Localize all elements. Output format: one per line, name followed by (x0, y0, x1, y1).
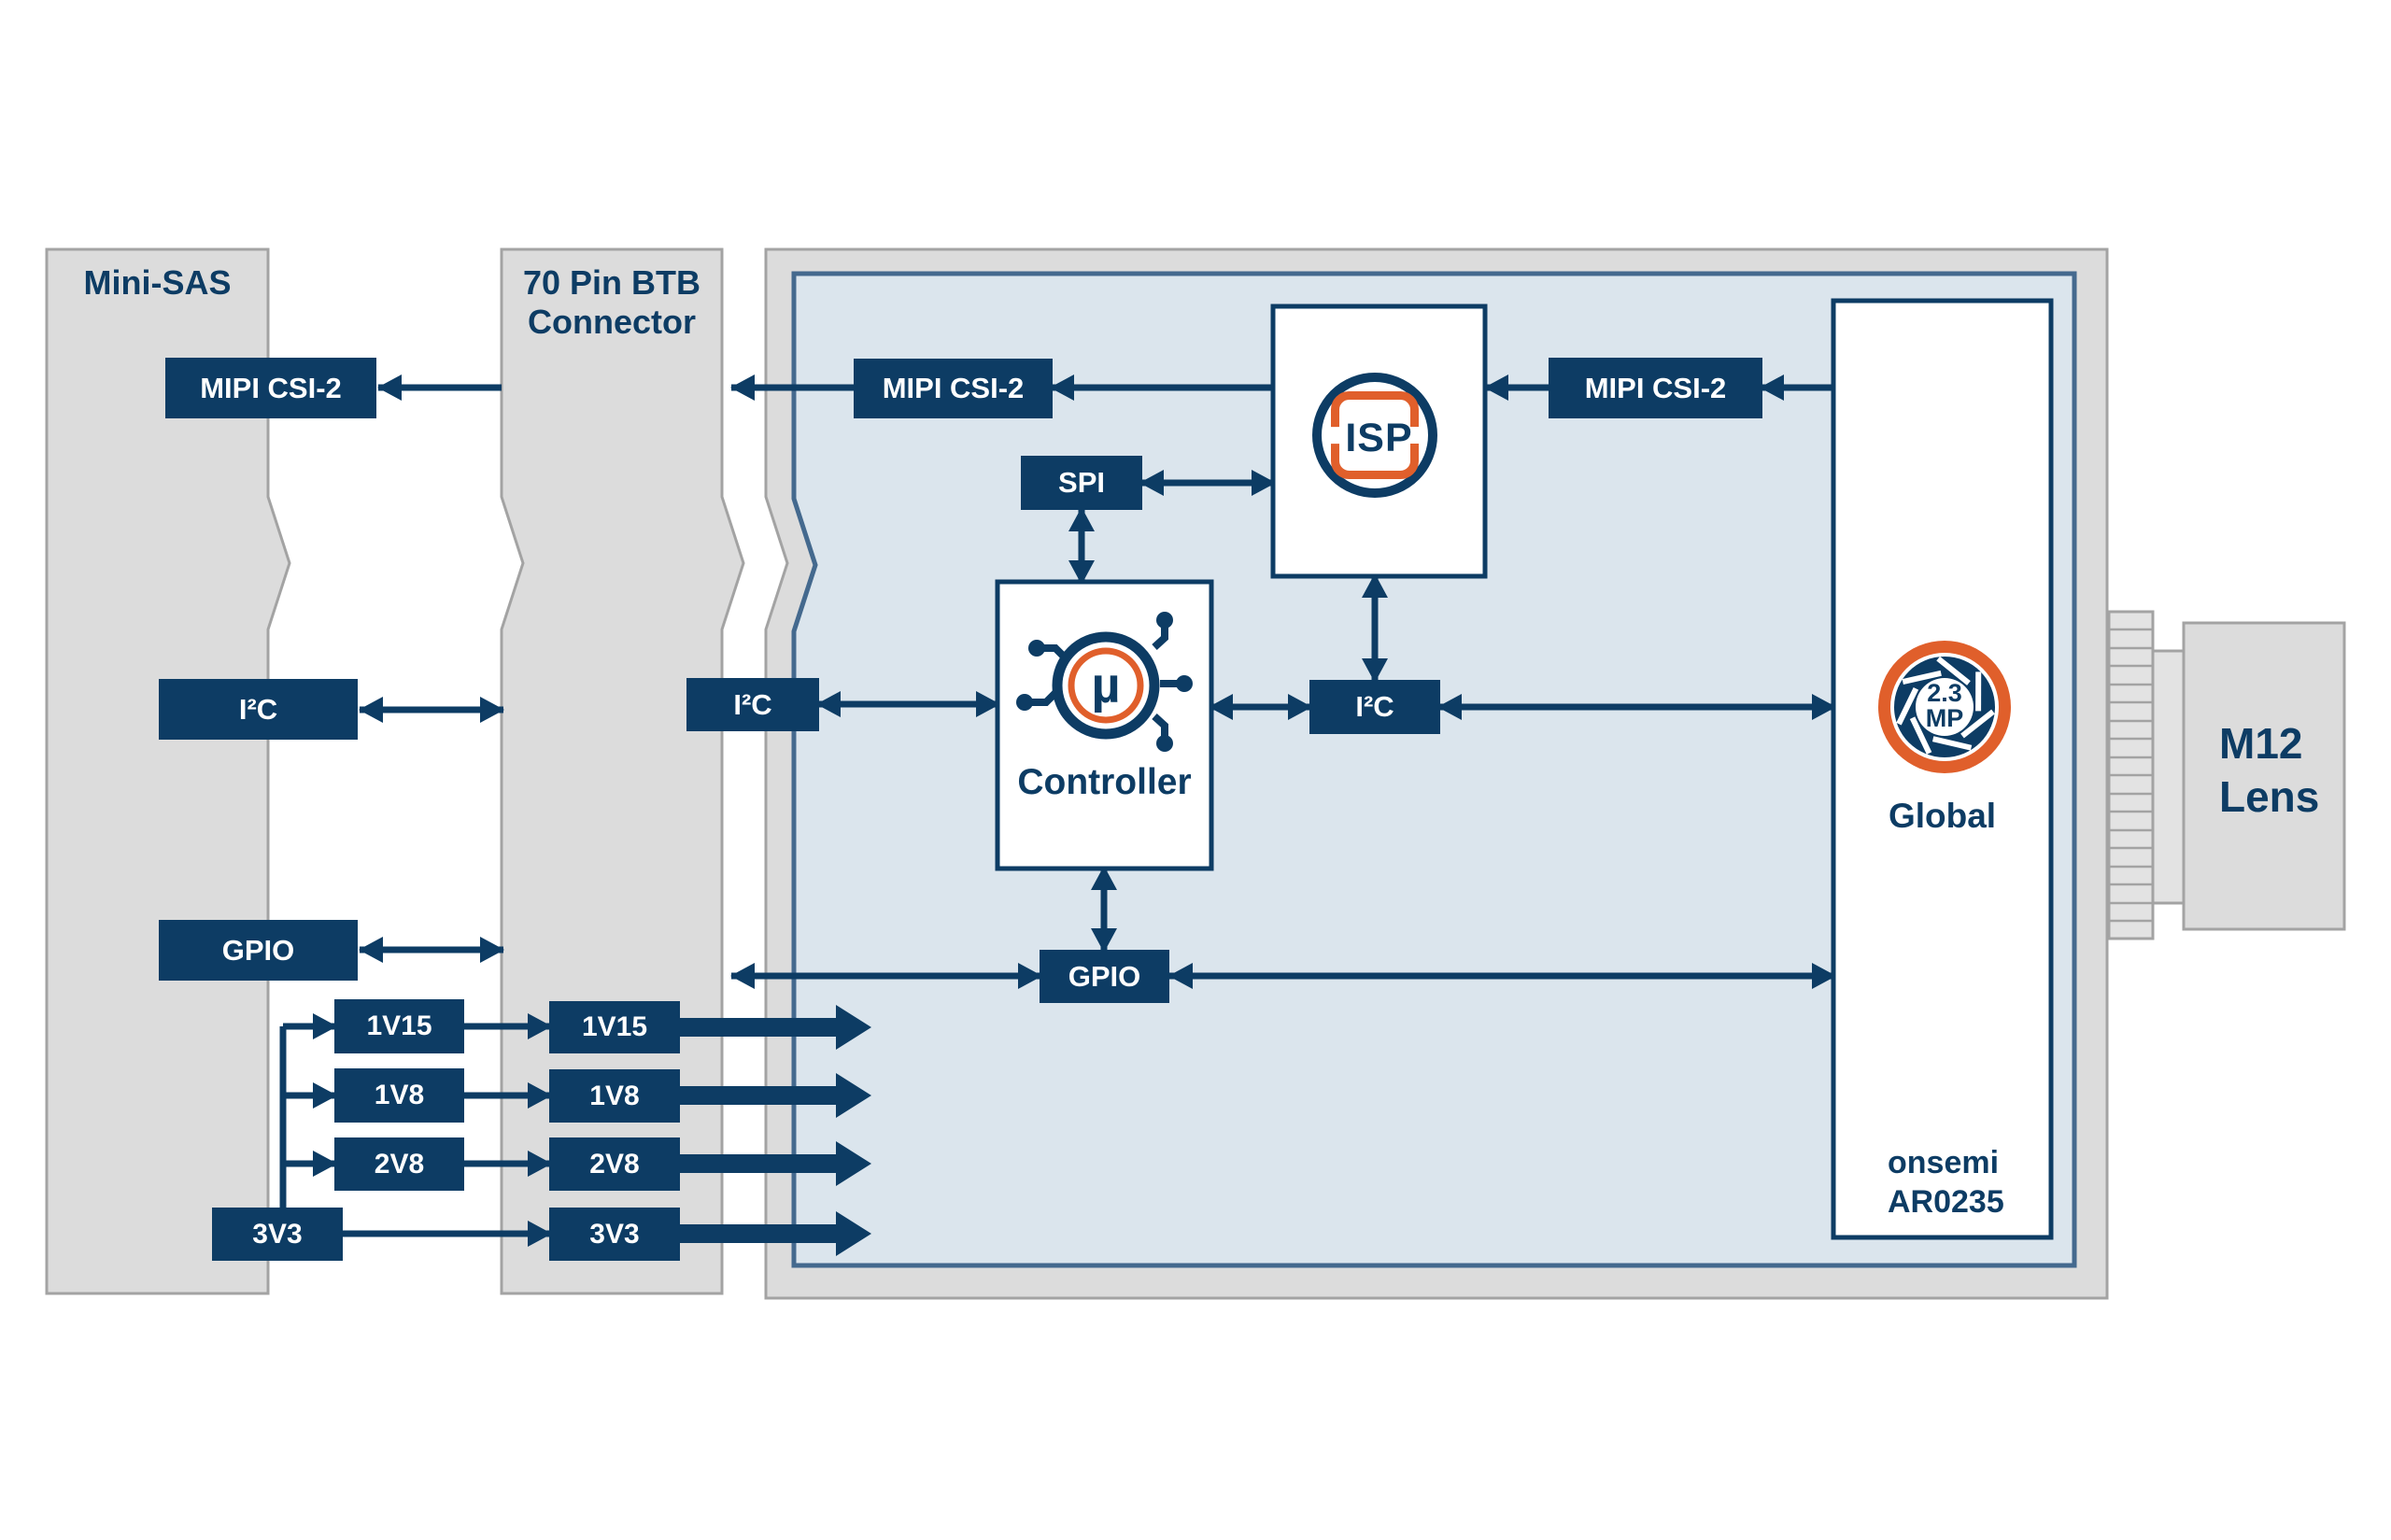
spi-box: SPI (1021, 456, 1142, 510)
btb-title-line1: 70 Pin BTB (522, 263, 701, 302)
mipi-csi2-box-board-left: MIPI CSI-2 (854, 359, 1053, 418)
lens-label: M12 Lens (2219, 717, 2350, 824)
rail-2v8-box-left: 2V8 (334, 1137, 464, 1191)
rail-3v3-box-btb: 3V3 (549, 1208, 680, 1261)
btb-title-line2: Connector (528, 303, 696, 341)
sensor-vendor: onsemi (1888, 1145, 2000, 1180)
i2c-box-minisas: I²C (159, 679, 358, 740)
i2c-box-board-edge: I²C (686, 678, 819, 731)
isp-label: ISP (1345, 416, 1413, 460)
rail-1v15-box-left: 1V15 (334, 999, 464, 1053)
mini-sas-title: Mini-SAS (83, 263, 232, 302)
mipi-csi2-box-minisas: MIPI CSI-2 (165, 358, 376, 418)
lens-thread-lines (2109, 628, 2153, 923)
rail-1v15-box-btb: 1V15 (549, 1001, 680, 1053)
power-arrows (680, 1005, 871, 1256)
gpio-box-minisas: GPIO (159, 920, 358, 981)
gpio-box-board: GPIO (1040, 950, 1169, 1003)
mu-symbol: µ (1091, 657, 1121, 713)
sensor-part-label: onsemi AR0235 (1888, 1143, 2046, 1222)
rail-3v3-box-left: 3V3 (212, 1208, 343, 1261)
lens-body (2182, 621, 2346, 931)
mipi-csi2-box-board-right: MIPI CSI-2 (1549, 358, 1762, 418)
signal-arrows (279, 374, 1836, 1247)
sensor-mp-label: 2.3 MP (1889, 681, 2001, 730)
board-pcb (791, 271, 2077, 1268)
rail-1v8-box-btb: 1V8 (549, 1069, 680, 1123)
lens-label-line1: M12 (2219, 719, 2303, 768)
sensor-box (1831, 298, 2054, 1240)
controller-label: Controller (1017, 762, 1192, 802)
sensor-mp-line2: MP (1925, 703, 1964, 732)
rail-2v8-box-btb: 2V8 (549, 1137, 680, 1191)
sensor-shutter-label: Global (1888, 797, 1997, 835)
lens-label-line2: Lens (2219, 772, 2320, 821)
controller-box (995, 579, 1214, 871)
sensor-part-number: AR0235 (1888, 1184, 2004, 1220)
sensor-mp-line1: 2.3 (1927, 679, 1962, 707)
isp-icon (1312, 373, 1437, 498)
btb-title: 70 Pin BTB Connector (502, 263, 722, 342)
i2c-box-board-mid: I²C (1309, 680, 1440, 734)
rail-1v8-box-left: 1V8 (334, 1068, 464, 1123)
lens-barrel (2151, 649, 2186, 905)
mini-sas-block (45, 247, 291, 1295)
controller-icon (1016, 612, 1193, 752)
sensor-aperture-icon (1878, 641, 2011, 773)
